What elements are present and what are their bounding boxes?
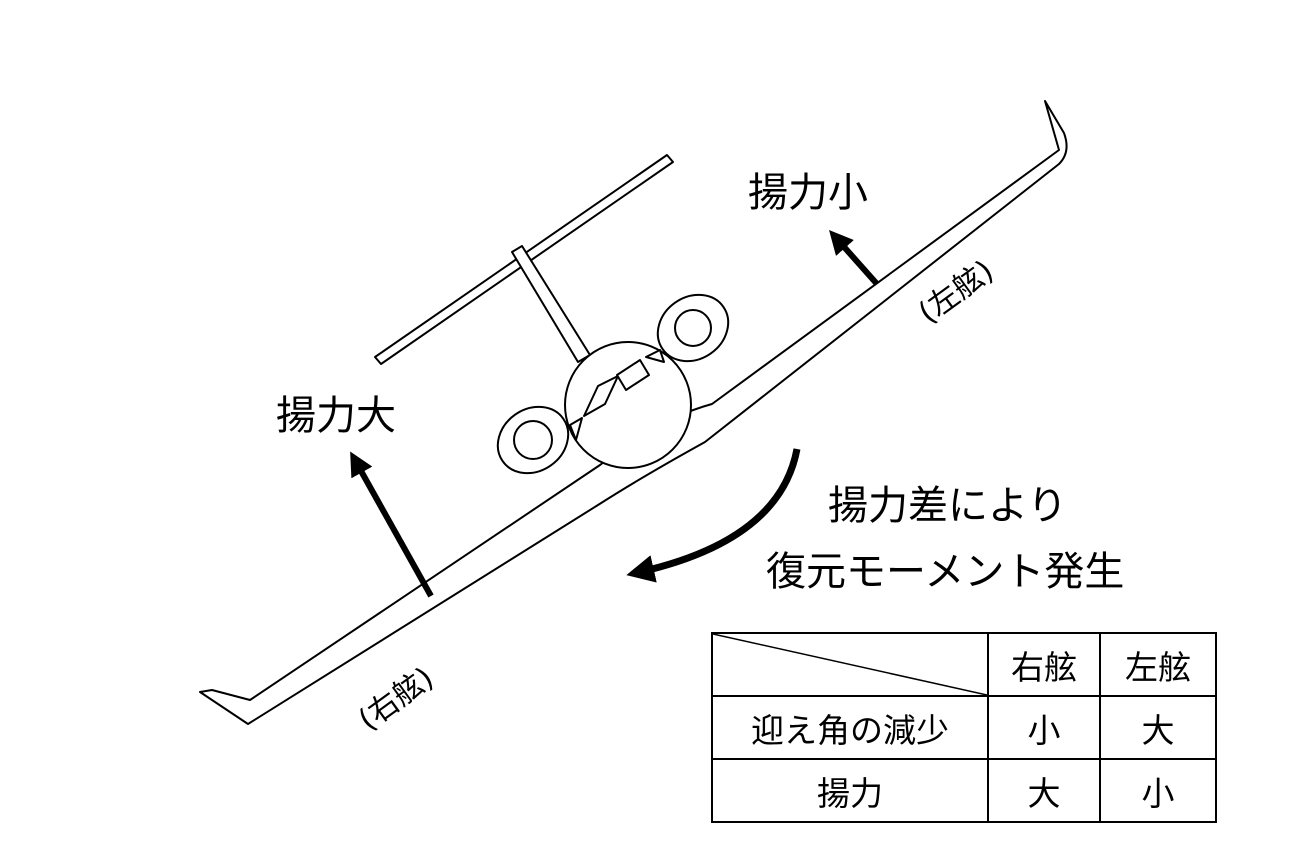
- table-row-label: 揚力: [711, 758, 989, 823]
- vertical-tail: [511, 245, 591, 363]
- table-cell: 大: [987, 758, 1101, 823]
- comparison-table: 右舷 左舷 迎え角の減少 小 大 揚力 大 小: [711, 632, 1217, 823]
- moment-label-line1: 揚力差により: [828, 483, 1068, 529]
- cockpit-window: [645, 349, 665, 363]
- table-cell: 小: [987, 695, 1101, 760]
- cockpit-window: [569, 417, 583, 441]
- lift-arrow-left: [829, 230, 880, 286]
- table-row: 揚力 大 小: [711, 758, 1217, 823]
- fuselage: [564, 341, 692, 469]
- table-header-cell: 右舷: [987, 632, 1101, 697]
- table-corner-cell: [711, 632, 989, 697]
- table-header-row: 右舷 左舷: [711, 632, 1217, 697]
- moment-arrow: [626, 448, 801, 583]
- lift-large-label: 揚力大: [276, 393, 396, 439]
- lift-arrow-right: [350, 451, 434, 598]
- table-header-cell: 左舷: [1099, 632, 1217, 697]
- table-row: 迎え角の減少 小 大: [711, 695, 1217, 760]
- lift-small-label: 揚力小: [748, 170, 868, 216]
- table-cell: 大: [1099, 695, 1217, 760]
- cockpit-window: [616, 359, 650, 391]
- table-row-label: 迎え角の減少: [711, 695, 989, 760]
- table-cell: 小: [1099, 758, 1217, 823]
- moment-label-line2: 復元モーメント発生: [766, 549, 1125, 595]
- corner-diagonal: [713, 634, 987, 695]
